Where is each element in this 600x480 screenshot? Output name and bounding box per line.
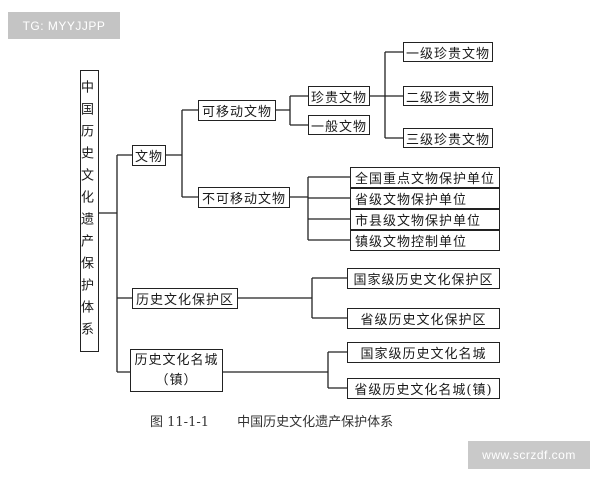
node-grade1: 一级珍贵文物 xyxy=(403,42,493,62)
node-provincial-unit: 省级文物保护单位 xyxy=(350,188,500,209)
watermark-top: TG: MYYJJPP xyxy=(8,12,120,39)
node-grade2: 二级珍贵文物 xyxy=(403,86,493,106)
node-grade3: 三级珍贵文物 xyxy=(403,128,493,148)
famous-city-suffix: （镇） xyxy=(155,372,198,388)
famous-city-label: 历史文化名城 xyxy=(134,352,219,368)
node-county-unit: 市县级文物保护单位 xyxy=(350,209,500,230)
node-movable: 可移动文物 xyxy=(198,100,276,121)
node-provincial-area: 省级历史文化保护区 xyxy=(347,308,500,329)
node-national-area: 国家级历史文化保护区 xyxy=(347,268,500,289)
node-town-unit: 镇级文物控制单位 xyxy=(350,230,500,251)
node-precious: 珍贵文物 xyxy=(308,86,370,106)
root-node: 中国历史文化遗产保护体系 xyxy=(78,70,99,352)
watermark-bottom: www.scrzdf.com xyxy=(468,441,590,469)
figure-caption: 图 11-1-1 中国历史文化遗产保护体系 xyxy=(150,411,417,430)
node-general: 一般文物 xyxy=(308,115,370,135)
node-national-key: 全国重点文物保护单位 xyxy=(350,167,500,188)
node-protected-area: 历史文化保护区 xyxy=(132,288,238,309)
node-national-city: 国家级历史文化名城 xyxy=(347,342,500,363)
node-immovable: 不可移动文物 xyxy=(198,187,290,208)
node-provincial-city: 省级历史文化名城(镇) xyxy=(347,378,500,399)
node-famous-city: 历史文化名城 （镇） xyxy=(130,349,223,392)
node-relics: 文物 xyxy=(132,145,166,166)
caption-number: 图 11-1-1 xyxy=(150,415,210,430)
caption-title: 中国历史文化遗产保护体系 xyxy=(237,415,394,430)
